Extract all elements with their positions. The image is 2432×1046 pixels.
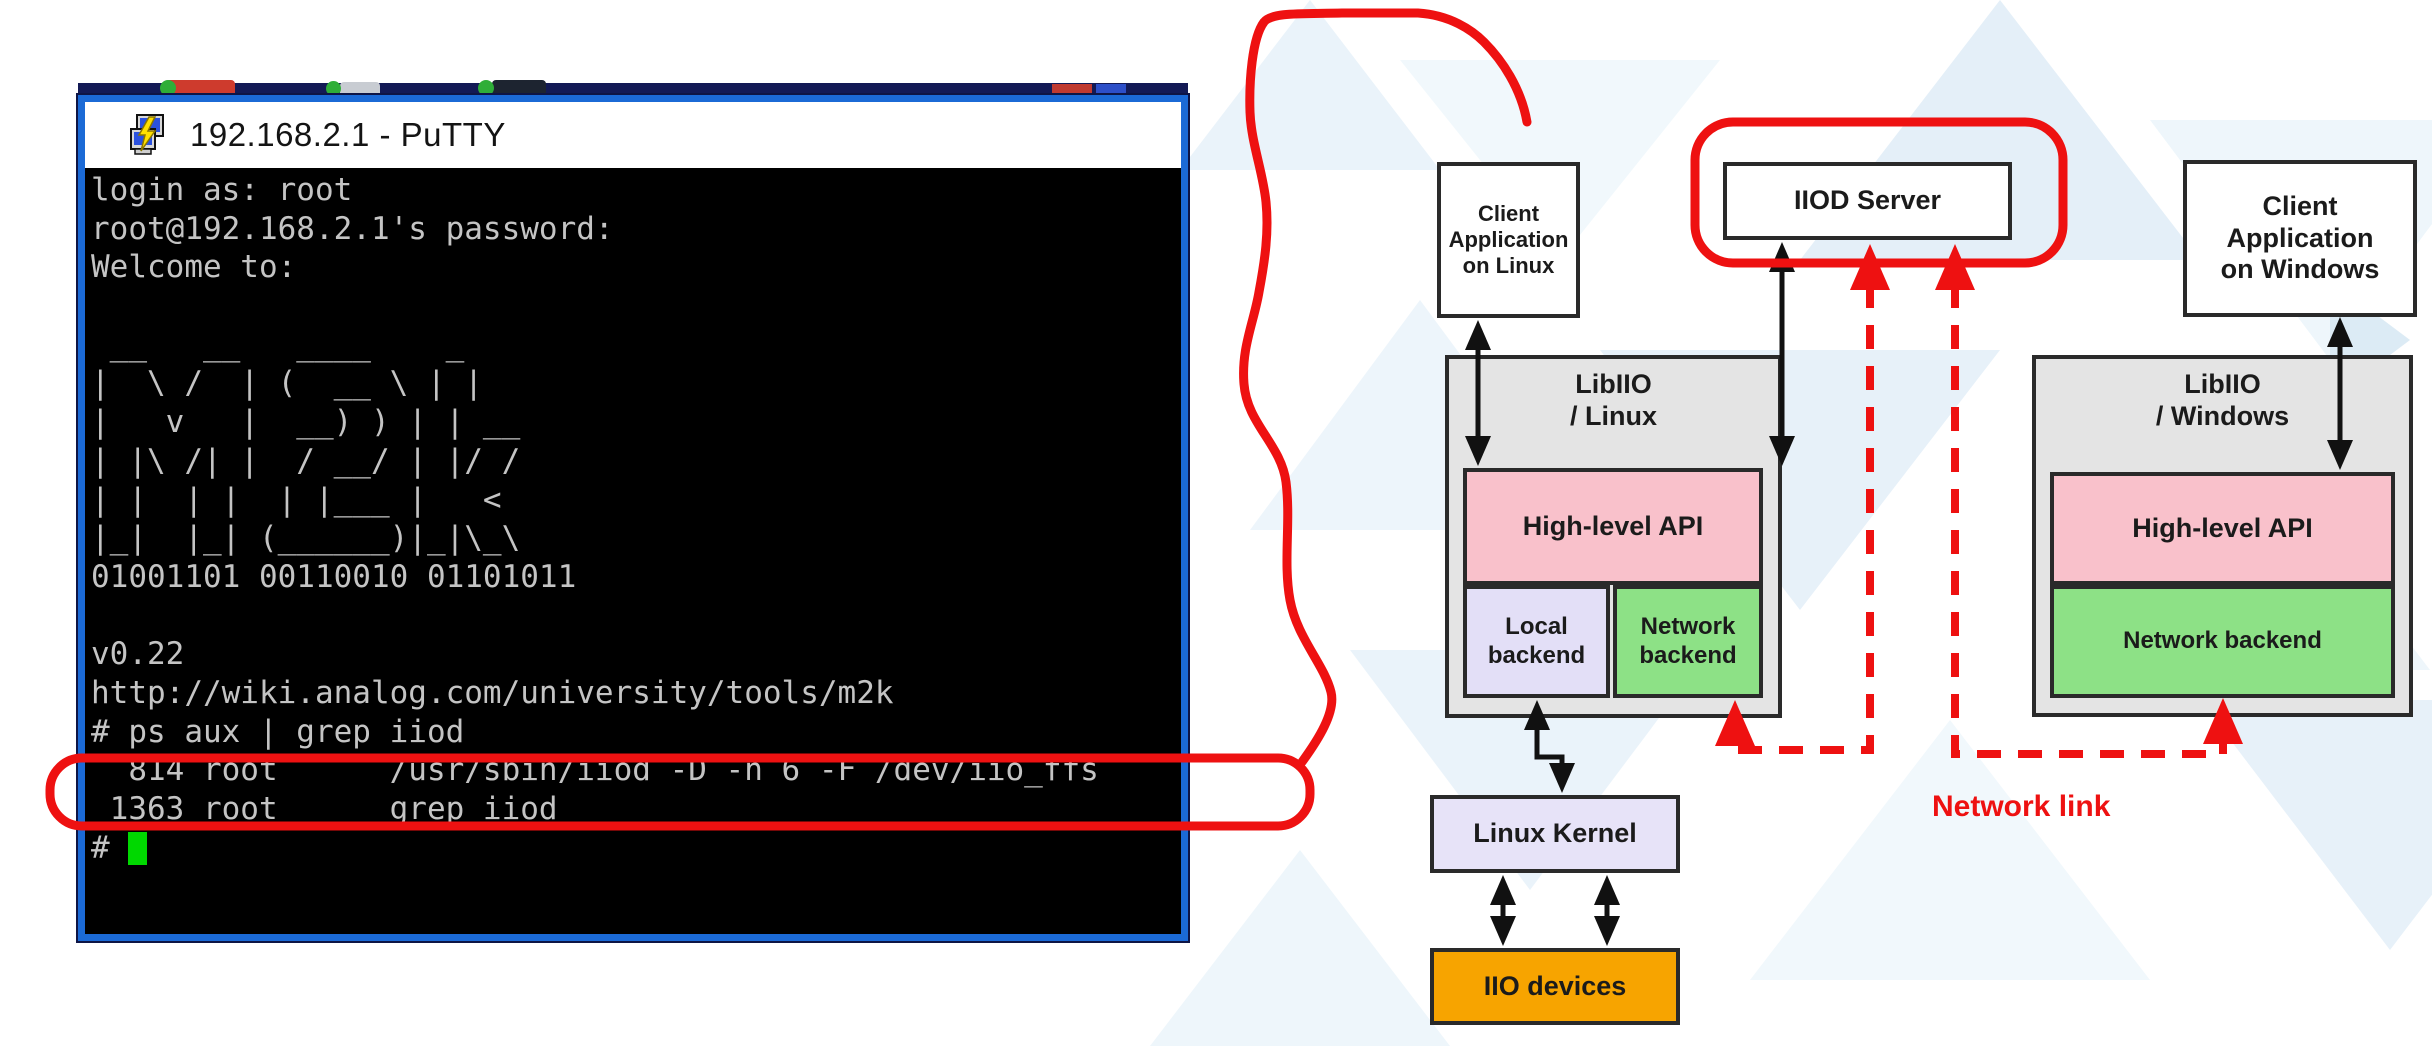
network-backend-windows-box: Network backend: [2050, 585, 2395, 698]
high-level-api-windows-box: High-level API: [2050, 472, 2395, 585]
background-triangle: [2200, 700, 2432, 950]
desktop-icon-fragment: [1096, 84, 1126, 95]
background-triangle: [1150, 850, 1450, 1046]
terminal-line: | |\ /| | / __/ | |/ /: [91, 442, 521, 479]
putty-titlebar[interactable]: 192.168.2.1 - PuTTY: [85, 102, 1181, 168]
terminal-cursor: [128, 831, 148, 865]
terminal-line: __ __ ____ _: [91, 326, 465, 363]
desktop-icon-fragment: [165, 80, 235, 96]
desktop-icon-fragment: [340, 82, 380, 96]
client-application-linux-box: Client Application on Linux: [1437, 162, 1580, 318]
terminal-line: Welcome to:: [91, 249, 297, 286]
shell-prompt: #: [91, 829, 129, 866]
local-backend-box: Local backend: [1463, 585, 1610, 698]
high-level-api-linux-box: High-level API: [1463, 468, 1763, 585]
network-backend-linux-box: Network backend: [1613, 585, 1763, 698]
terminal-line: 814 root /usr/sbin/iiod -D -n 6 -F /dev/…: [91, 752, 1099, 789]
terminal-line: v0.22: [91, 636, 185, 673]
terminal-line: [91, 287, 1177, 326]
linux-kernel-box: Linux Kernel: [1430, 795, 1680, 873]
terminal-line: | | | | | |___ | <: [91, 481, 502, 518]
window-title: 192.168.2.1 - PuTTY: [190, 116, 506, 153]
terminal-line: # ps aux | grep iiod: [91, 713, 465, 750]
terminal-line: http://wiki.analog.com/university/tools/…: [91, 674, 894, 711]
terminal-prompt-line: #: [91, 829, 1177, 868]
terminal-line: login as: root: [91, 172, 353, 208]
terminal-line: root@192.168.2.1's password:: [91, 210, 614, 247]
putty-app-icon: [129, 113, 175, 157]
desktop-icon-fragment: [160, 80, 176, 96]
terminal-line: | \ / | ( __ \ | |: [91, 365, 483, 402]
desktop-icon-fragment: [492, 80, 546, 96]
desktop-icon-fragment: [1052, 84, 1092, 95]
terminal-line: 01001101 00110010 01101011: [91, 558, 577, 595]
desktop-icon-fragment: [326, 81, 341, 96]
client-application-windows-box: Client Application on Windows: [2183, 160, 2417, 317]
terminal-line: [91, 597, 1177, 636]
network-link-label: Network link: [1932, 790, 2111, 823]
desktop-icon-fragment: [478, 80, 494, 96]
terminal-line: | v | __) ) | | __: [91, 404, 521, 441]
iiod-server-box: IIOD Server: [1723, 162, 2012, 240]
background-triangle: [1750, 720, 2150, 980]
terminal-line: |_| |_| (______)|_|\_\: [91, 520, 521, 557]
iio-devices-box: IIO devices: [1430, 948, 1680, 1025]
terminal-line: 1363 root grep iiod: [91, 791, 558, 827]
